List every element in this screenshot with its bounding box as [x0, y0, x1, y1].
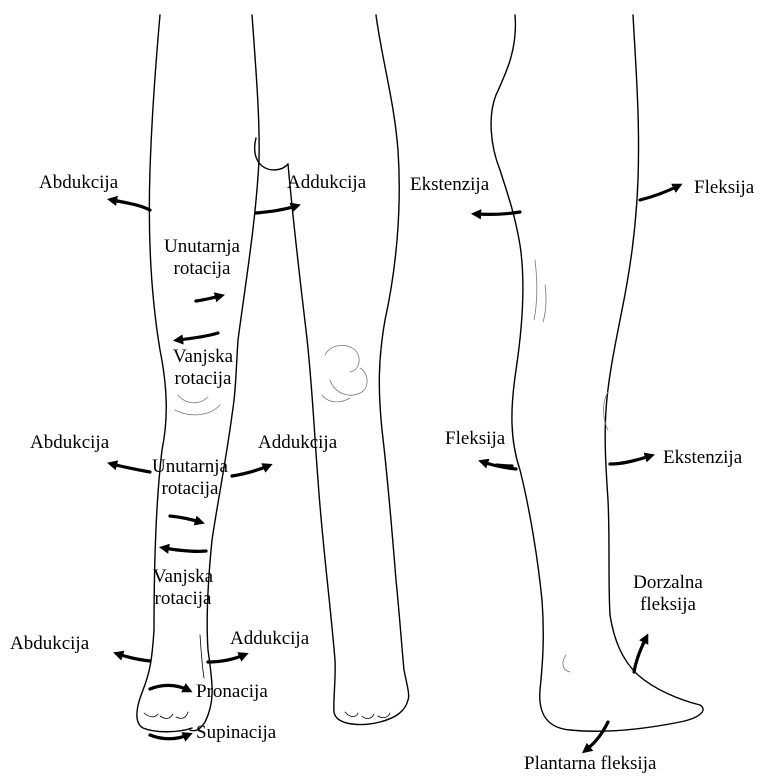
knee-external-rotation-label: Vanjska rotacija	[136, 566, 230, 610]
knee-extension-arrow	[610, 456, 650, 464]
hip-adduction-label: Addukcija	[287, 172, 366, 194]
hip-adduction-arrow	[256, 206, 296, 213]
pronation-arrow	[150, 685, 188, 690]
hip-extension-arrow	[476, 212, 520, 214]
pronation-label: Pronacija	[196, 681, 268, 703]
side-leg	[491, 15, 703, 731]
hip-external-rotation-label: Vanjska rotacija	[156, 346, 250, 390]
dorsal-flexion-arrow	[634, 638, 646, 672]
hip-abduction-arrow	[112, 200, 150, 210]
knee-external-rotation-arrow	[164, 548, 206, 551]
hip-flexion-arrow	[640, 186, 678, 200]
hip-internal-rotation-label: Unutarnja rotacija	[146, 236, 258, 280]
hip-flexion-label: Fleksija	[694, 177, 754, 199]
hip-abduction-label: Abdukcija	[39, 172, 118, 194]
ankle-abduction-arrow	[118, 654, 150, 661]
knee-abduction-label: Abdukcija	[30, 432, 109, 454]
front-right-leg	[288, 15, 409, 725]
plantar-flexion-label: Plantarna fleksija	[524, 753, 656, 775]
knee-adduction-label: Addukcija	[258, 432, 337, 454]
plantar-flexion-arrow	[586, 722, 608, 750]
dorsal-flexion-label: Dorzalna fleksija	[610, 572, 726, 616]
ankle-adduction-label: Addukcija	[230, 628, 309, 650]
hip-extension-label: Ekstenzija	[410, 174, 489, 196]
supination-arrow	[150, 735, 188, 739]
knee-extension-label: Ekstenzija	[663, 447, 742, 469]
knee-internal-rotation-label: Unutarnja rotacija	[134, 456, 246, 500]
supination-label: Supinacija	[196, 722, 276, 744]
side-arrows	[476, 186, 678, 750]
knee-flexion-label: Fleksija	[445, 428, 505, 450]
hip-external-rotation-arrow	[178, 333, 218, 340]
hip-internal-rotation-arrow	[196, 296, 220, 301]
ankle-adduction-arrow	[208, 655, 244, 662]
ankle-abduction-label: Abdukcija	[10, 633, 89, 655]
knee-internal-rotation-arrow	[170, 516, 200, 522]
